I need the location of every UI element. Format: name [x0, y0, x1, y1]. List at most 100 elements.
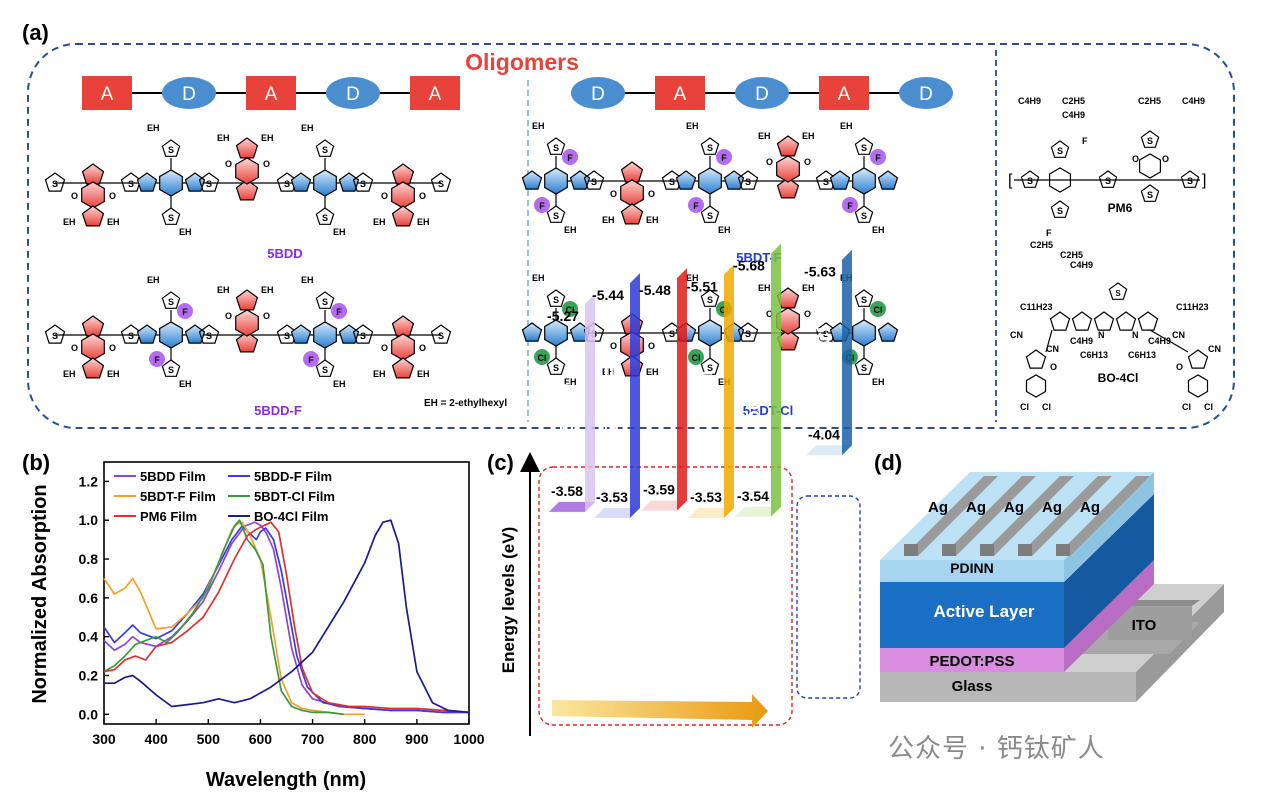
- halogen-marker: [562, 301, 578, 317]
- eh-group: EH: [217, 285, 230, 295]
- oxygen-atom: O: [610, 189, 617, 199]
- sulfur-atom: S: [168, 365, 174, 375]
- pm6-chain-7: C2H5: [1060, 250, 1083, 260]
- eh-group: EH: [646, 367, 659, 377]
- eh-group: EH: [758, 131, 771, 141]
- label-5bdd: 5BDD: [267, 246, 302, 261]
- layer-pedot: PEDOT:PSS: [929, 653, 1014, 670]
- sulfur-atom: S: [823, 329, 829, 339]
- chlorine-atom: Cl: [1020, 402, 1029, 412]
- bar-top: [594, 508, 640, 518]
- bdd-benzoquinone: [391, 181, 415, 209]
- chain-unit-label: A: [838, 84, 851, 105]
- bdd-thiophene: [81, 315, 105, 337]
- x-tick-label: 800: [353, 731, 377, 747]
- sulfur-atom: S: [553, 363, 559, 373]
- label-bo-4cl: BO-4Cl: [1098, 371, 1139, 385]
- sulfur-atom: S: [52, 179, 58, 189]
- oxygen-atom: O: [1176, 362, 1183, 372]
- thiophene-ring: [1050, 140, 1070, 158]
- thiophene-ring: [1180, 170, 1200, 188]
- oxygen-atom: O: [225, 159, 232, 169]
- sulfur-atom: S: [861, 211, 867, 221]
- bdd-thiophene: [391, 163, 415, 185]
- fused-ring: [1049, 311, 1071, 331]
- thiophene-ring: [161, 139, 181, 157]
- x-axis-label: Wavelength (nm): [206, 769, 366, 791]
- eh-group: EH: [564, 225, 577, 235]
- eh-group: EH: [261, 285, 274, 295]
- bdt-benzene: [159, 321, 183, 349]
- thiophene-ring: [546, 205, 566, 223]
- acceptor-block: [82, 76, 132, 110]
- x-tick-label: 500: [197, 731, 221, 747]
- halogen-atom: F: [693, 201, 699, 211]
- thiophene-ring: [198, 172, 220, 192]
- bdd-thiophene: [81, 163, 105, 185]
- y-tick-label: 0.2: [79, 667, 99, 683]
- legend-label: 5BDT-F Film: [140, 489, 216, 504]
- thiophene-ring: [583, 170, 605, 190]
- bdd-thiophene: [81, 357, 105, 379]
- ag-bar-front: [904, 544, 918, 556]
- label-5bdd-f: 5BDD-F: [254, 403, 302, 418]
- eh-group: EH: [646, 215, 659, 225]
- bond: [1045, 329, 1053, 353]
- bdt-thiophene: [569, 170, 591, 190]
- pm6-chain-5: C4H9: [1062, 110, 1085, 120]
- y-tick-label: 0.8: [79, 551, 99, 567]
- pdinn-front: [880, 560, 1064, 582]
- trend-arrow: [552, 694, 768, 728]
- thiophene-ring: [44, 324, 66, 344]
- thiophene-ring: [546, 289, 566, 307]
- sulfur-atom: S: [1187, 176, 1193, 186]
- halogen-marker: [331, 303, 347, 319]
- oxygen-atom: O: [419, 191, 426, 201]
- watermark: 公众号 · 钙钛矿人: [888, 734, 1105, 764]
- bdt-thiophene: [829, 170, 851, 190]
- sulfur-atom: S: [360, 179, 366, 189]
- homo-label: -5.68: [733, 258, 765, 274]
- bdd-benzoquinone: [81, 181, 105, 209]
- lumo-label: -3.53: [596, 489, 628, 505]
- fused-ring: [1071, 311, 1093, 331]
- chain-unit-label: A: [101, 84, 114, 105]
- sulfur-atom: S: [128, 331, 134, 341]
- halogen-marker: [177, 303, 193, 319]
- bdd-benzoquinone: [776, 155, 800, 183]
- bdd-benzoquinone: [235, 309, 259, 337]
- halogen-marker: [149, 351, 165, 367]
- halogen-atom: F: [308, 355, 314, 365]
- eh-group: EH: [217, 133, 230, 143]
- bdd-benzoquinone: [620, 179, 644, 207]
- legend-label: 5BDD Film: [140, 469, 206, 484]
- halogen-atom: F: [182, 307, 188, 317]
- glass-front: [880, 672, 1136, 702]
- oligomers-title: Oligomers: [465, 49, 579, 75]
- halogen-marker: [303, 351, 319, 367]
- bo-chain-5: C6H13: [1080, 350, 1108, 360]
- bo-sidechains: C11H23 C11H23 C4H9 C4H9 C6H13 C6H13: [1020, 302, 1209, 360]
- panel-c-energy: Energy levels (eV) 5BDD-3.58-5.275BDD-F-…: [499, 243, 861, 736]
- x-tick-label: 1000: [453, 731, 484, 747]
- sulfur-atom: S: [206, 331, 212, 341]
- halogen-atom: Cl: [538, 353, 547, 363]
- sulfur-atom: S: [861, 295, 867, 305]
- bdt-thiophene: [338, 324, 360, 344]
- sulfur-atom: S: [168, 297, 174, 307]
- sulfur-atom: S: [438, 179, 444, 189]
- bdt-thiophene: [290, 324, 312, 344]
- eh-group: EH: [564, 377, 577, 387]
- thiophene-ring: [1098, 170, 1118, 188]
- eh-group: EH: [532, 121, 545, 131]
- acceptor-block: [819, 76, 869, 110]
- bar-side: [677, 268, 687, 511]
- bo-chain-4: C4H9: [1148, 336, 1171, 346]
- sulfur-atom: S: [438, 331, 444, 341]
- sulfur-atom: S: [707, 363, 713, 373]
- halogen-atom: F: [721, 153, 727, 163]
